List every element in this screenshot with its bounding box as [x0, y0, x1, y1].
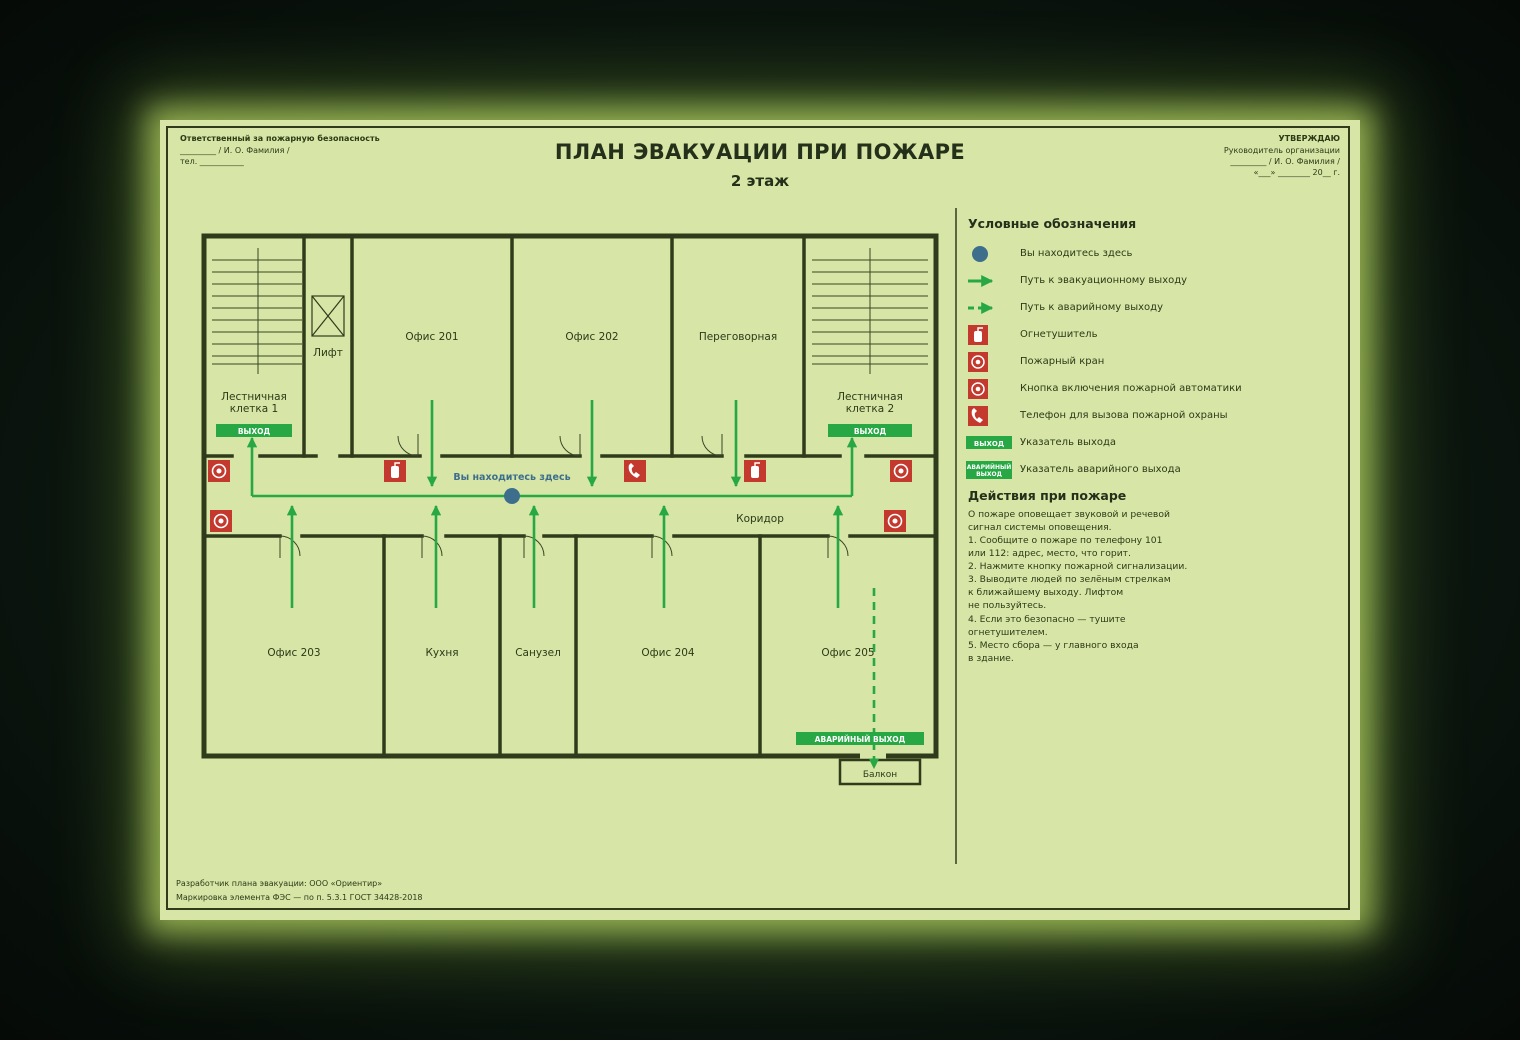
actions-line: 2. Нажмите кнопку пожарной сигнализации. — [968, 561, 1188, 572]
responsible-phone-line: тел. ___________ — [180, 157, 244, 166]
floor-plan: Лестничная клетка 1 Лестничная клетка 2 … — [201, 208, 1012, 864]
actions-line: огнетушителем. — [968, 627, 1048, 638]
exit-sign-stair-2 — [828, 424, 912, 437]
legend-item-label: Огнетушитель — [1020, 329, 1098, 340]
actions-line: к ближайшему выходу. Лифтом — [968, 587, 1124, 598]
legend-emergency-sign-text-line-2: ВЫХОД — [976, 471, 1002, 478]
evacuation-paths — [246, 400, 880, 770]
door-swings — [279, 434, 849, 558]
fire-hose-icon — [968, 352, 988, 372]
approve-signature-line: _________ / И. О. Фамилия / — [1230, 157, 1340, 166]
legend-item-label: Путь к аварийному выходу — [1020, 302, 1164, 313]
exit-sign-stair-1 — [216, 424, 292, 437]
floor-subtitle: 2 этаж — [730, 172, 790, 190]
exit-sign-stair-2-text: ВЫХОД — [854, 427, 887, 436]
room-label-lift: Лифт — [313, 347, 343, 359]
legend-item-label: Телефон для вызова пожарной охраны — [1020, 410, 1228, 421]
actions-line: 4. Если это безопасно — тушите — [968, 614, 1126, 625]
emergency-exit-sign-icon — [966, 461, 1012, 479]
approve-date-line: «___» ________ 20__ г. — [1253, 168, 1340, 177]
legend-item-label: Указатель выхода — [1020, 437, 1117, 448]
room-label-office-205: Офис 205 — [821, 647, 874, 659]
fire-alarm-button-icon — [968, 379, 988, 399]
room-label-stair-2-line-2: клетка 2 — [846, 403, 894, 415]
actions-line: 3. Выводите людей по зелёным стрелкам — [968, 574, 1171, 585]
room-label-office-201: Офис 201 — [405, 331, 458, 343]
fire-phone-icon — [968, 406, 988, 426]
actions-line: не пользуйтесь. — [968, 600, 1047, 611]
building-walls — [201, 233, 939, 759]
footer-gost-note: Маркировка элемента ФЭС — по п. 5.3.1 ГО… — [176, 893, 423, 902]
fire-alarm-button-icon — [890, 460, 912, 482]
legend-item-label: Вы находитесь здесь — [1020, 248, 1133, 259]
you-are-here-label: Вы находитесь здесь — [453, 472, 570, 483]
responsible-signature-line: _________ / И. О. Фамилия / — [180, 146, 290, 155]
fire-extinguisher-icon — [744, 460, 766, 482]
fire-phone-icon — [624, 460, 646, 482]
actions-line: сигнал системы оповещения. — [968, 522, 1112, 533]
room-label-stair-1-line-1: Лестничная — [221, 391, 287, 403]
room-label-balcony: Балкон — [863, 770, 897, 780]
legend-item-label: Указатель аварийного выхода — [1020, 464, 1181, 475]
fire-hose-icon — [884, 510, 906, 532]
room-label-wc: Санузел — [515, 647, 561, 659]
legend-exit-sign-text: ВЫХОД — [974, 440, 1004, 448]
room-label-corridor: Коридор — [736, 513, 784, 525]
you-are-here-dot-icon — [972, 246, 988, 262]
exit-sign-icon — [966, 436, 1012, 449]
room-label-stair-1-line-2: клетка 1 — [230, 403, 278, 415]
stair-1-steps — [212, 248, 302, 374]
actions-line: 5. Место сбора — у главного входа — [968, 640, 1139, 651]
page-title: ПЛАН ЭВАКУАЦИИ ПРИ ПОЖАРЕ — [554, 140, 966, 164]
approve-role-line: Руководитель организации — [1223, 146, 1340, 155]
balcony-outline — [838, 758, 922, 786]
responsible-title: Ответственный за пожарную безопасность — [180, 134, 380, 143]
approve-title: УТВЕРЖДАЮ — [1278, 134, 1340, 143]
actions-line: или 112: адрес, место, что горит. — [968, 548, 1131, 559]
legend-item-label: Путь к эвакуационному выходу — [1020, 275, 1188, 286]
you-are-here-dot-icon — [504, 488, 520, 504]
actions-line: О пожаре оповещает звуковой и речевой — [968, 509, 1170, 520]
legend-title: Условные обозначения — [968, 216, 1137, 231]
actions-title: Действия при пожаре — [968, 488, 1127, 503]
footer-developer: Разработчик плана эвакуации: ООО «Ориент… — [176, 879, 383, 888]
exit-sign-stair-1-text: ВЫХОД — [238, 427, 271, 436]
fire-hose-icon — [208, 460, 230, 482]
room-label-office-202: Офис 202 — [565, 331, 618, 343]
emergency-exit-sign-balcony — [796, 732, 924, 745]
room-label-stair-2-line-1: Лестничная — [837, 391, 903, 403]
poster-frame — [166, 126, 1350, 910]
room-label-office-203: Офис 203 — [267, 647, 320, 659]
room-label-meeting-room: Переговорная — [699, 331, 777, 343]
stair-2-steps — [812, 248, 928, 374]
legend-item-label: Пожарный кран — [1020, 356, 1105, 367]
actions-line: в здание. — [968, 653, 1014, 664]
legend-item-label: Кнопка включения пожарной автоматики — [1020, 383, 1242, 394]
fire-hose-icon — [210, 510, 232, 532]
room-label-office-204: Офис 204 — [641, 647, 695, 659]
fire-extinguisher-icon — [384, 460, 406, 482]
evacuation-plan-poster: Ответственный за пожарную безопасность _… — [160, 120, 1360, 920]
lift-cabin-icon — [311, 295, 345, 337]
room-label-kitchen: Кухня — [425, 647, 458, 659]
actions-line: 1. Сообщите о пожаре по телефону 101 — [968, 535, 1163, 546]
fire-extinguisher-icon — [968, 325, 988, 345]
legend-emergency-sign-text-line-1: АВАРИЙНЫЙ — [967, 463, 1012, 471]
emergency-exit-sign-text: АВАРИЙНЫЙ ВЫХОД — [815, 735, 906, 744]
